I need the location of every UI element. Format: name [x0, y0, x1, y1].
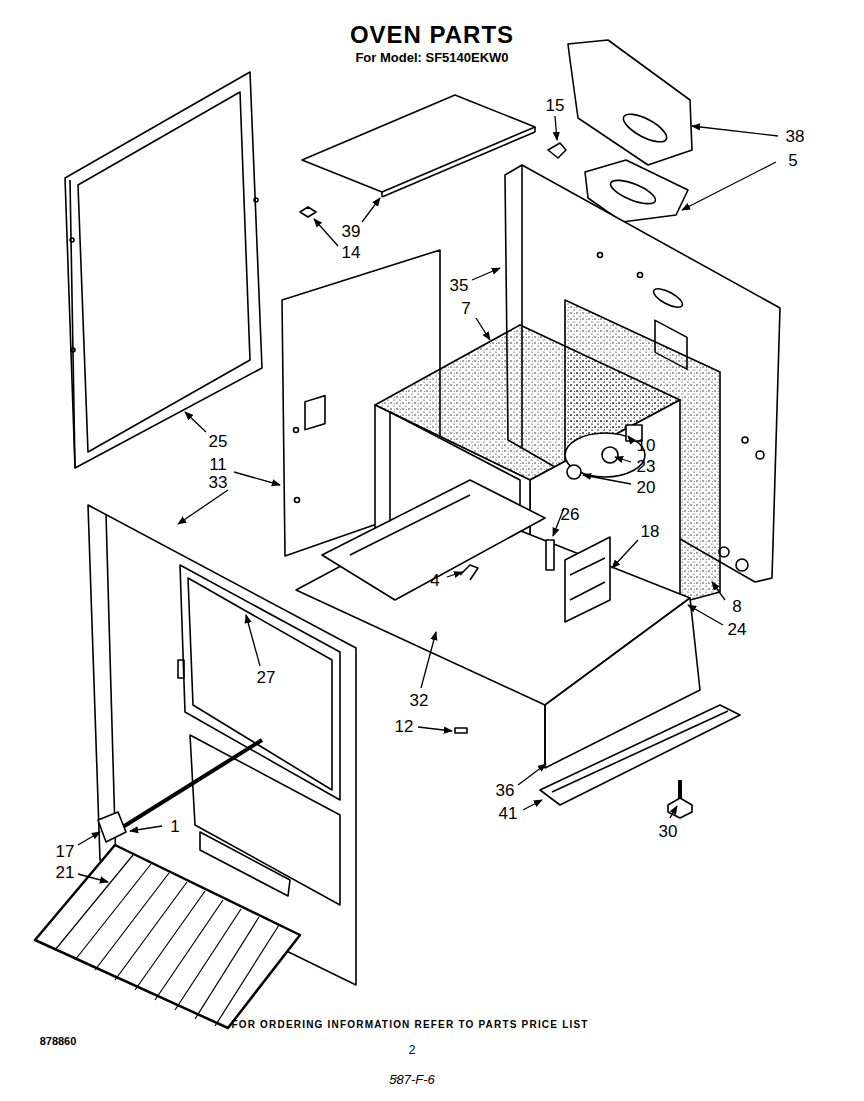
callout-number: 5: [788, 152, 797, 169]
callout-number: 39: [342, 223, 361, 240]
callout-number: 21: [56, 864, 75, 881]
callout-number: 26: [561, 506, 580, 523]
callout-number: 8: [732, 598, 741, 615]
callout-number: 12: [395, 718, 414, 735]
callout-number: 32: [410, 692, 429, 709]
callout-number: 36: [496, 782, 515, 799]
callout-number: 2: [409, 1044, 416, 1056]
callout-number: 17: [56, 843, 75, 860]
callout-number: 27: [257, 669, 276, 686]
callout-number: 30: [659, 823, 678, 840]
callout-number: 14: [342, 244, 361, 261]
callout-number: 41: [499, 805, 518, 822]
callout-number: 18: [641, 523, 660, 540]
callout-number: 7: [461, 300, 470, 317]
callout-number: 15: [546, 97, 565, 114]
callout-number: 35: [450, 277, 469, 294]
callout-number: 25: [209, 433, 228, 450]
ordering-note: FOR ORDERING INFORMATION REFER TO PARTS …: [231, 1020, 588, 1030]
callout-number: 23: [637, 458, 656, 475]
model-subtitle: For Model: SF5140EKW0: [355, 51, 508, 64]
page-mark: 878860: [40, 1036, 77, 1047]
callout-number: 20: [637, 479, 656, 496]
callout-number: 38: [786, 128, 805, 145]
diagram-title: OVEN PARTS: [350, 23, 514, 47]
page-mark: 587-F-6: [389, 1073, 435, 1086]
callout-number: 4: [430, 572, 439, 589]
callout-number: 33: [209, 474, 228, 491]
callout-number: 10: [637, 437, 656, 454]
callout-number: 1: [170, 818, 179, 835]
callout-number: 11: [209, 456, 227, 473]
callout-number: 24: [728, 621, 747, 638]
